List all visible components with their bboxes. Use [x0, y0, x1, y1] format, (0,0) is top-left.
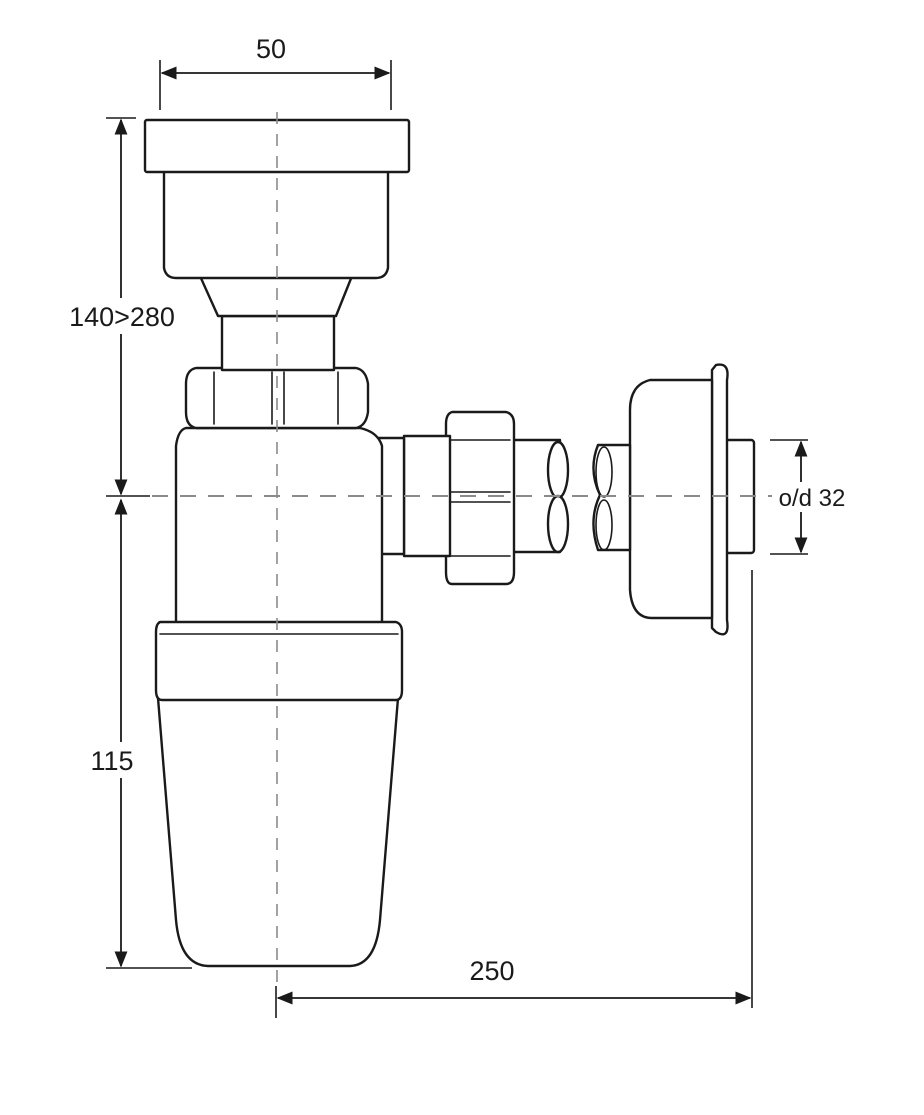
wall-flange — [592, 363, 756, 636]
trap-body — [174, 426, 384, 626]
dim-label-top-width: 50 — [256, 34, 286, 64]
dim-label-upper-height: 140>280 — [69, 302, 175, 332]
outlet-union-nut — [444, 410, 516, 586]
dim-label-lower-height: 115 — [90, 746, 133, 776]
dim-label-bg-upper — [62, 298, 180, 334]
dimension-horizontal-reach — [275, 570, 753, 1018]
dimension-top-width — [159, 60, 392, 110]
dim-label-outlet-diameter: o/d 32 — [779, 485, 846, 512]
dim-label-bg-lower — [82, 742, 142, 778]
centerlines — [152, 112, 780, 990]
dim-label-bg-diameter — [772, 482, 852, 512]
dim-label-horizontal-reach: 250 — [469, 956, 514, 986]
dimension-lower-height — [106, 498, 192, 969]
inlet-tail — [198, 274, 354, 372]
bottle-cup — [154, 620, 404, 968]
